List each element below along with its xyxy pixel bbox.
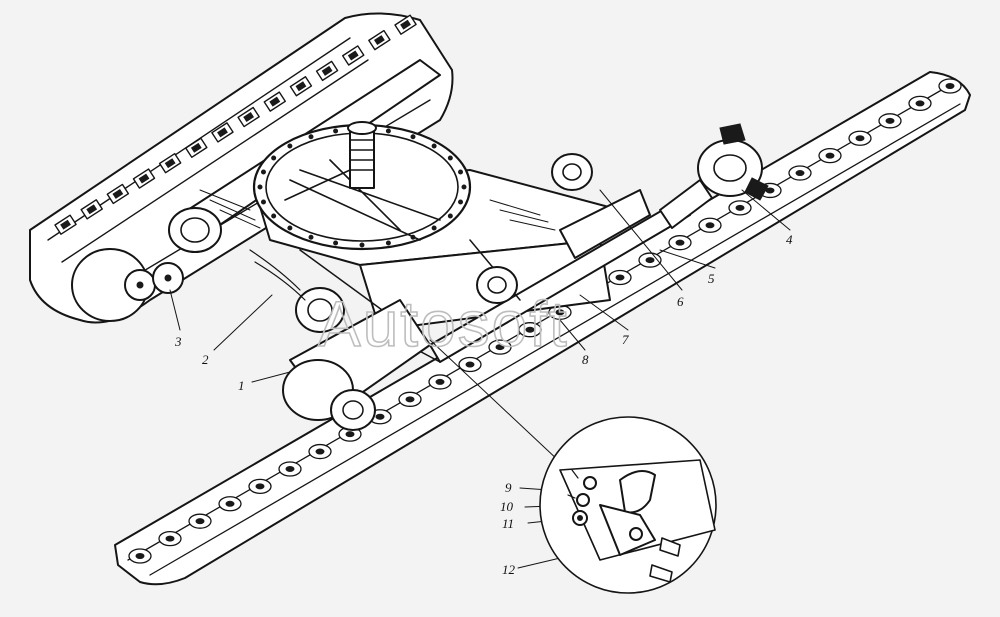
track-link xyxy=(668,235,692,251)
callout-4: 4 xyxy=(786,232,793,247)
callout-1: 1 xyxy=(238,378,245,393)
track-link xyxy=(488,339,512,355)
track-link xyxy=(211,122,234,143)
ring-bolt xyxy=(431,225,437,231)
ring-bolt xyxy=(260,199,266,205)
front-idler-assembly xyxy=(282,299,431,431)
front-sprocket xyxy=(659,123,769,229)
track-link xyxy=(848,130,872,146)
ring-bolt xyxy=(447,213,453,219)
callout-11: 11 xyxy=(502,516,514,531)
track-link xyxy=(341,45,365,66)
track-link xyxy=(80,199,103,220)
bolt-upper xyxy=(659,537,681,557)
ring-bolt xyxy=(271,155,277,161)
track-link xyxy=(263,91,287,112)
watermark: Autosoft xyxy=(318,288,569,360)
ring-bolt xyxy=(359,242,365,248)
slewing-ring xyxy=(252,121,472,251)
ring-bolt xyxy=(287,225,293,231)
track-link xyxy=(308,443,332,460)
track-link xyxy=(548,304,572,320)
track-link xyxy=(698,217,722,233)
ring-bolt xyxy=(385,128,391,134)
track-link xyxy=(315,60,339,82)
callout-10: 10 xyxy=(500,499,514,514)
track-link xyxy=(608,269,632,286)
detail-inset xyxy=(539,416,717,594)
ring-bolt xyxy=(461,184,467,190)
track-link xyxy=(106,183,130,205)
track-link xyxy=(398,391,422,407)
track-link xyxy=(638,252,662,268)
callout-8: 8 xyxy=(582,352,589,367)
callout-3: 3 xyxy=(174,334,182,349)
bolt-lower xyxy=(649,564,673,583)
callout-6: 6 xyxy=(677,294,684,309)
ring-bolt xyxy=(385,240,391,246)
track-link xyxy=(908,95,932,112)
track-link xyxy=(158,530,182,547)
callout-12: 12 xyxy=(502,562,516,577)
track-link xyxy=(185,137,208,159)
track-link xyxy=(728,200,752,216)
ring-bolt xyxy=(458,169,464,175)
track-link xyxy=(248,478,272,495)
track-link xyxy=(394,14,417,35)
ring-bolt xyxy=(308,134,314,140)
track-link xyxy=(518,322,542,338)
callout-labels: 1 2 3 4 5 6 7 8 9 10 11 12 xyxy=(174,232,793,577)
track-link xyxy=(428,374,452,390)
callout-2: 2 xyxy=(202,352,209,367)
track-link xyxy=(278,461,302,477)
ring-bolt xyxy=(333,128,339,134)
track-link xyxy=(128,548,152,564)
track-link xyxy=(188,513,212,529)
track-link xyxy=(458,356,482,373)
ring-bolt xyxy=(257,184,263,190)
track-link xyxy=(788,165,812,181)
track-link xyxy=(368,29,391,51)
ring-bolt xyxy=(287,143,293,149)
callout-7: 7 xyxy=(622,332,629,347)
ring-bolt xyxy=(410,134,416,140)
ring-bolt xyxy=(271,213,277,219)
ring-bolt xyxy=(333,240,339,246)
track-link xyxy=(132,168,156,189)
ring-bolt xyxy=(260,169,266,175)
center-pivot xyxy=(349,127,375,189)
track-link xyxy=(158,152,182,174)
ring-bolt xyxy=(447,155,453,161)
track-link xyxy=(237,106,260,128)
track-link xyxy=(54,214,77,235)
ring-bolt xyxy=(431,143,437,149)
ring-bolt xyxy=(308,234,314,240)
track-link xyxy=(878,113,902,129)
callout-9: 9 xyxy=(505,480,512,495)
left-track xyxy=(29,12,454,324)
ring-bolt xyxy=(458,199,464,205)
track-link xyxy=(289,76,313,97)
track-link xyxy=(818,147,842,164)
track-link xyxy=(218,496,242,512)
callout-5: 5 xyxy=(708,271,715,286)
track-link xyxy=(938,78,962,94)
